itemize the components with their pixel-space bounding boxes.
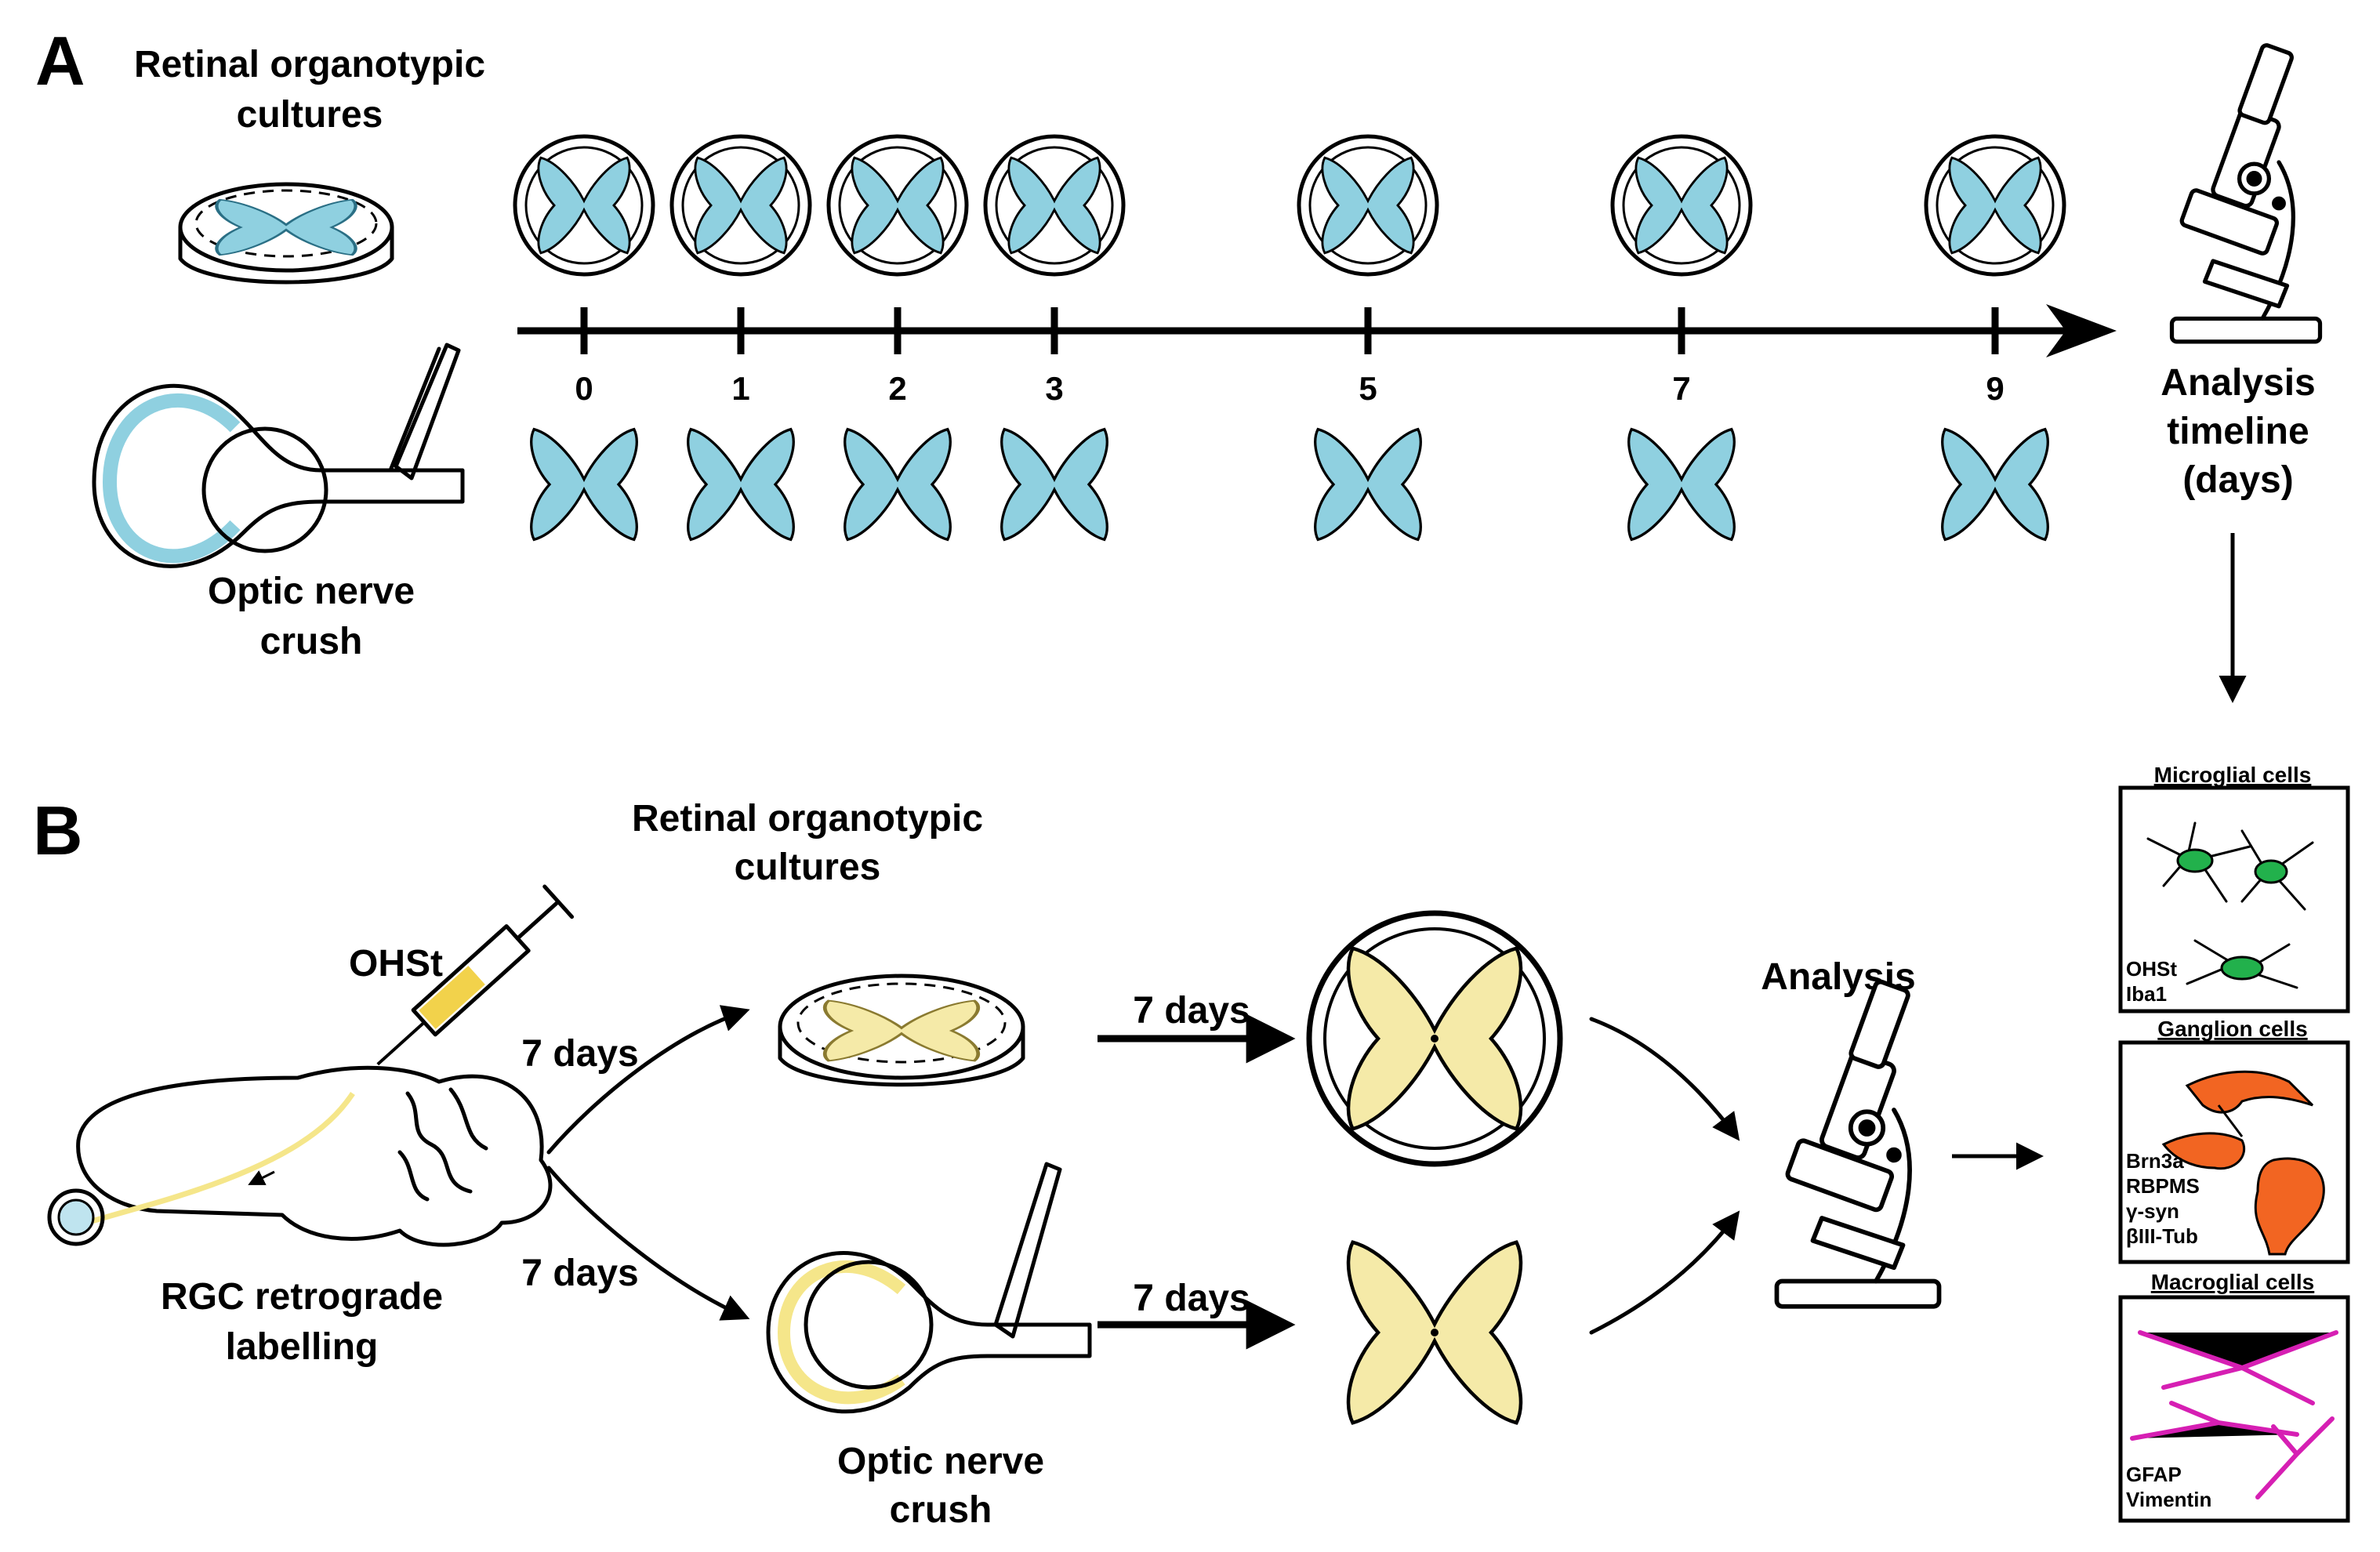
timeline-tick-label: 2 bbox=[888, 370, 906, 407]
syringe-icon bbox=[376, 884, 575, 1066]
flat-mount-retina bbox=[1348, 1242, 1521, 1423]
crushed-retina-flatmount bbox=[1000, 427, 1108, 542]
ganglion-box-title: Ganglion cells bbox=[2157, 1017, 2307, 1041]
crushed-retina-flatmount bbox=[687, 427, 795, 542]
microglia-box-title: Microglial cells bbox=[2154, 763, 2312, 787]
ganglion-marker-1: Brn3a bbox=[2126, 1149, 2184, 1173]
timeline-day-5: 5 bbox=[1297, 134, 1439, 542]
panel-a-culture-label-line1: Retinal organotypic bbox=[134, 44, 485, 85]
panel-a-analysis-label-line1: Analysis bbox=[2161, 362, 2315, 404]
macroglia-box bbox=[2118, 1295, 2350, 1523]
panel-a-analysis-label-line2: timeline bbox=[2167, 411, 2309, 452]
macroglia-box-title: Macroglial cells bbox=[2151, 1270, 2315, 1294]
crushed-retina-flatmount bbox=[530, 427, 638, 542]
converge-arrow-upper bbox=[1589, 1017, 1740, 1141]
panel-b-culture-label-line1: Retinal organotypic bbox=[632, 798, 983, 839]
timeline-tick-label: 7 bbox=[1672, 370, 1690, 407]
timeline-day-9: 9 bbox=[1924, 134, 2066, 542]
timeline-tick-label: 9 bbox=[1986, 370, 2004, 407]
panel-b-culture-label-line2: cultures bbox=[735, 847, 881, 888]
ganglion-marker-2: RBPMS bbox=[2126, 1174, 2200, 1198]
converge-arrow-lower bbox=[1589, 1210, 1740, 1335]
timeline-day-7: 7 bbox=[1610, 134, 1753, 542]
macroglia-marker-1: GFAP bbox=[2126, 1463, 2182, 1486]
microglia-marker-2: Iba1 bbox=[2126, 982, 2167, 1006]
microscope-icon bbox=[2172, 44, 2320, 342]
panel-b-crush-label-line1: Optic nerve bbox=[837, 1441, 1044, 1482]
timeline-day-groups: 0 1 2 3 5 7 9 bbox=[513, 134, 2066, 542]
small-eye-icon bbox=[47, 1188, 105, 1246]
panel-b-crush-label-line2: crush bbox=[890, 1489, 992, 1531]
crushed-retina-flatmount bbox=[1627, 427, 1736, 542]
timeline-day-2: 2 bbox=[826, 134, 969, 542]
panel-a-analysis-label-line3: (days) bbox=[2182, 459, 2293, 501]
timeline-day-0: 0 bbox=[513, 134, 655, 542]
ganglion-box bbox=[2118, 1040, 2350, 1264]
panel-a-crush-label-line1: Optic nerve bbox=[208, 571, 415, 612]
interval-label-lower-right: 7 days bbox=[1133, 1278, 1250, 1319]
timeline-tick-label: 1 bbox=[731, 370, 749, 407]
timeline-day-1: 1 bbox=[669, 134, 812, 542]
injection-label: OHSt bbox=[349, 943, 443, 985]
microglia-box bbox=[2118, 785, 2350, 1014]
timeline-arrowhead bbox=[2046, 304, 2117, 357]
interval-label-upper: 7 days bbox=[521, 1033, 638, 1075]
interval-label-lower: 7 days bbox=[521, 1253, 638, 1294]
ganglion-marker-4: βIII-Tub bbox=[2126, 1224, 2198, 1248]
labelling-label-line1: RGC retrograde bbox=[161, 1276, 443, 1318]
panel-a-culture-label-line2: cultures bbox=[237, 94, 383, 136]
timeline-tick-label: 3 bbox=[1045, 370, 1063, 407]
labelling-label-line2: labelling bbox=[226, 1326, 379, 1368]
crushed-retina-flatmount bbox=[844, 427, 952, 542]
culture-dish-yellow-icon bbox=[778, 974, 1025, 1087]
timeline-tick-label: 0 bbox=[575, 370, 593, 407]
optic-nerve-crush-eye-yellow-icon bbox=[766, 1162, 1092, 1414]
branch-arrow-lower bbox=[546, 1166, 750, 1321]
panel-a-letter: A bbox=[35, 22, 85, 100]
optic-nerve-crush-eye-icon bbox=[92, 343, 465, 568]
crushed-retina-flatmount bbox=[1314, 427, 1422, 542]
microscope-icon-b bbox=[1777, 981, 1939, 1307]
flat-mount-retina-mounted bbox=[1306, 910, 1563, 1167]
brain-icon bbox=[76, 1065, 553, 1247]
ganglion-marker-3: γ-syn bbox=[2126, 1199, 2179, 1223]
interval-label-upper-right: 7 days bbox=[1133, 990, 1250, 1032]
culture-dish-icon bbox=[178, 182, 394, 285]
timeline-tick-label: 5 bbox=[1359, 370, 1377, 407]
microglia-marker-1: OHSt bbox=[2126, 957, 2177, 981]
branch-arrow-upper bbox=[546, 1005, 750, 1155]
panel-a-crush-label-line2: crush bbox=[260, 621, 363, 662]
crushed-retina-flatmount bbox=[1941, 427, 2049, 542]
panel-b-letter: B bbox=[33, 792, 83, 869]
macroglia-marker-2: Vimentin bbox=[2126, 1488, 2211, 1511]
timeline-day-3: 3 bbox=[983, 134, 1126, 542]
